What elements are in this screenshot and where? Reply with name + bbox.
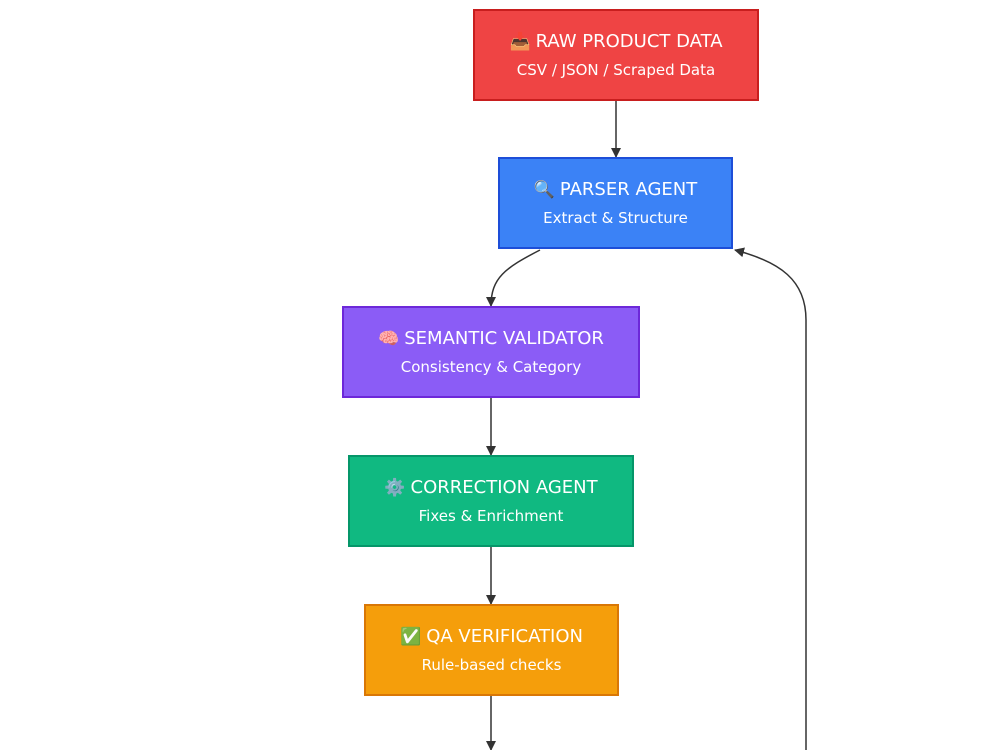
correction-agent-title-row: ⚙️CORRECTION AGENT <box>384 477 597 499</box>
semantic-validator-title-row: 🧠SEMANTIC VALIDATOR <box>378 328 604 350</box>
qa-verification-title: QA VERIFICATION <box>426 625 583 647</box>
brain-icon: 🧠 <box>378 328 400 349</box>
raw-product-data-title-row: 📥RAW PRODUCT DATA <box>509 31 722 53</box>
edge-feedback-loop-to-parser <box>734 247 807 750</box>
parser-agent-title: PARSER AGENT <box>559 178 698 200</box>
correction-agent-node[interactable]: ⚙️CORRECTION AGENT Fixes & Enrichment <box>348 455 634 547</box>
parser-agent-title-row: 🔍PARSER AGENT <box>534 179 698 201</box>
correction-agent-title: CORRECTION AGENT <box>410 476 598 498</box>
qa-verification-subtitle: Rule-based checks <box>421 655 562 674</box>
qa-verification-title-row: ✅QA VERIFICATION <box>400 626 583 648</box>
gear-icon: ⚙️ <box>384 477 406 498</box>
correction-agent-subtitle: Fixes & Enrichment <box>418 506 564 525</box>
semantic-validator-subtitle: Consistency & Category <box>400 357 582 376</box>
qa-verification-node[interactable]: ✅QA VERIFICATION Rule-based checks <box>364 604 619 696</box>
inbox-tray-icon: 📥 <box>509 31 531 52</box>
raw-product-data-subtitle: CSV / JSON / Scraped Data <box>516 60 716 79</box>
edge-parser-to-semantic <box>486 249 541 307</box>
parser-agent-subtitle: Extract & Structure <box>543 208 688 227</box>
parser-agent-node[interactable]: 🔍PARSER AGENT Extract & Structure <box>498 157 733 249</box>
check-mark-icon: ✅ <box>400 626 422 647</box>
magnifier-icon: 🔍 <box>533 179 555 200</box>
raw-product-data-title: RAW PRODUCT DATA <box>535 30 723 52</box>
semantic-validator-node[interactable]: 🧠SEMANTIC VALIDATOR Consistency & Catego… <box>342 306 640 398</box>
semantic-validator-title: SEMANTIC VALIDATOR <box>404 327 604 349</box>
raw-product-data-node[interactable]: 📥RAW PRODUCT DATA CSV / JSON / Scraped D… <box>473 9 759 101</box>
